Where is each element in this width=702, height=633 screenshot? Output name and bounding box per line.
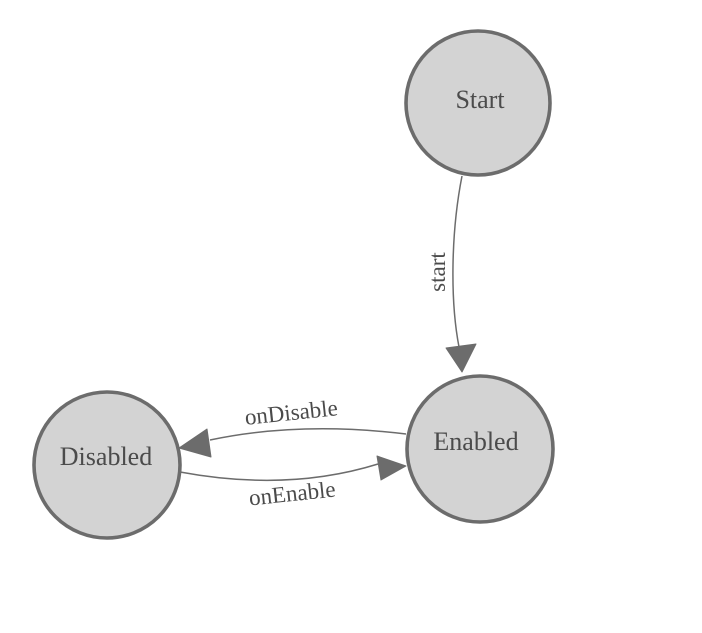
node-start[interactable]: Start: [404, 29, 552, 177]
edge-onenable-arrowhead-icon: [376, 455, 407, 481]
node-start-label: Start: [455, 85, 505, 114]
edge-ondisable-label: onDisable: [244, 395, 339, 430]
edge-start-arrowhead-icon: [445, 343, 477, 373]
node-enabled-label: Enabled: [433, 427, 518, 456]
edge-onenable: onEnable: [179, 455, 407, 511]
edge-ondisable: onDisable: [178, 395, 407, 458]
edge-onenable-line: [179, 463, 379, 482]
node-enabled-circle[interactable]: [405, 374, 555, 524]
edge-ondisable-arrowhead-icon: [178, 428, 212, 458]
node-disabled-label: Disabled: [60, 442, 152, 471]
node-disabled-circle[interactable]: [32, 390, 182, 540]
node-start-circle[interactable]: [404, 29, 552, 177]
edge-start-label: start: [425, 252, 450, 292]
edge-start-line: [452, 175, 463, 348]
node-enabled[interactable]: Enabled: [405, 374, 555, 524]
edge-onenable-label: onEnable: [248, 477, 337, 511]
node-disabled[interactable]: Disabled: [32, 390, 182, 540]
edge-ondisable-line: [209, 427, 407, 441]
edge-start: start: [425, 175, 477, 373]
